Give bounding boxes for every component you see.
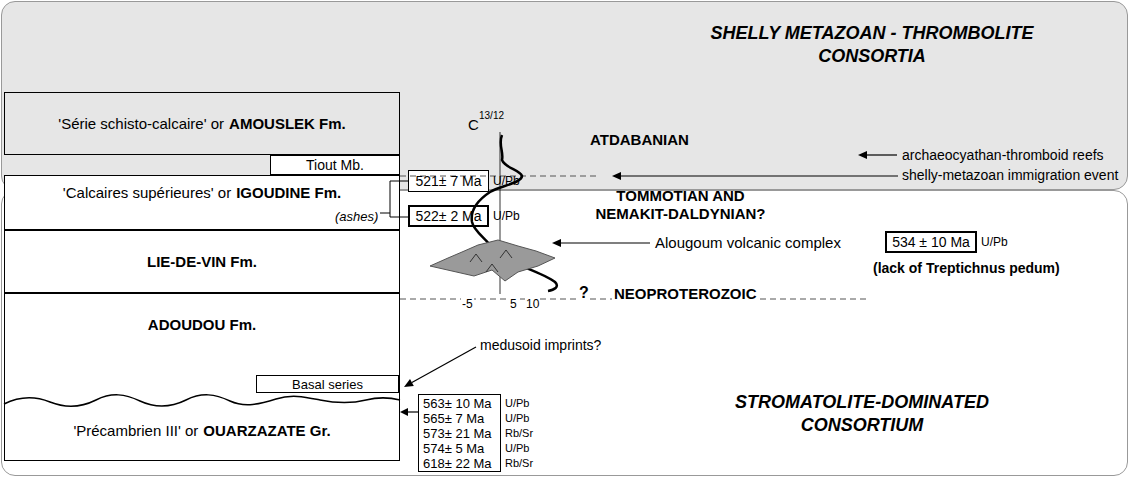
- node-text: 'Série schisto-calcaire' or: [58, 115, 224, 132]
- method-label: Rb/Sr: [505, 457, 533, 469]
- age-box: 521± 7 Ma: [408, 170, 489, 192]
- method-label: U/Pb: [505, 397, 529, 409]
- leader-arrow: [620, 175, 898, 176]
- era-name: NEOPROTEROZOIC: [612, 285, 759, 302]
- arrow-head: [858, 151, 867, 159]
- volcano-mark: [470, 254, 482, 262]
- node-text: OUARZAZATE Gr.: [203, 422, 330, 439]
- query-mark: ?: [578, 284, 590, 302]
- node-text: STROMATOLITE-DOMINATED CONSORTIUM: [702, 391, 1022, 438]
- group-box: 'Précambrien III' or OUARZAZATE Gr.: [4, 400, 400, 461]
- method-label: U/Pb: [981, 235, 1008, 249]
- annotation: (lack of Treptichnus pedum): [873, 260, 1060, 276]
- age-box: 522± 2 Ma: [408, 205, 489, 227]
- series-box: Basal series: [256, 375, 399, 393]
- node-text: 521± 7 Ma: [415, 173, 481, 189]
- method-label: U/Pb: [505, 442, 529, 454]
- label-holder: medusoid imprints?: [480, 337, 601, 353]
- arrow-head: [552, 239, 561, 247]
- node-text: 522± 2 Ma: [415, 208, 481, 224]
- label-holder: NEOPROTEROZOIC: [612, 285, 759, 302]
- label-holder: (lack of Treptichnus pedum): [873, 260, 1060, 276]
- axis-title-superscript: 13/12: [479, 110, 504, 121]
- stage-name: ATDABANIAN: [590, 131, 689, 148]
- label-holder: 13/12: [479, 110, 504, 121]
- node-text: 618± 22 Ma: [423, 456, 492, 471]
- node-text: 565± 7 Ma: [423, 411, 484, 426]
- node-text: 563± 10 Ma: [423, 396, 492, 411]
- label-holder: U/Pb: [493, 174, 520, 188]
- node-text: 'Précambrien III' or: [73, 422, 198, 439]
- volcano-mark: [486, 264, 498, 272]
- age-list-box: 563± 10 Ma565± 7 Ma573± 21 Ma574± 5 Ma61…: [418, 394, 501, 472]
- method-label: Rb/Sr: [505, 427, 533, 439]
- node-text: Tiout Mb.: [306, 157, 364, 173]
- node-text: ADOUDOU Fm.: [148, 316, 256, 333]
- node-text: 573± 21 Ma: [423, 426, 492, 441]
- annotation: shelly-metazoan immigration event: [902, 167, 1118, 183]
- label-holder: U/Pb: [505, 442, 529, 454]
- label-holder: ATDABANIAN: [590, 131, 689, 148]
- annotation: Alougoum volcanic complex: [655, 234, 841, 251]
- label-holder: 5: [509, 297, 518, 311]
- method-label: U/Pb: [505, 412, 529, 424]
- label-holder: C: [468, 116, 479, 133]
- annotation: medusoid imprints?: [480, 337, 601, 353]
- label-holder: (ashes): [335, 209, 378, 224]
- node-text: LIE-DE-VIN Fm.: [147, 253, 257, 270]
- annotation: archaeocyathan-thromboid reefs: [902, 147, 1104, 163]
- axis-tick: 10: [525, 297, 540, 311]
- label-holder: U/Pb: [505, 397, 529, 409]
- axis-tick: 5: [509, 297, 518, 311]
- ash-bracket: [380, 181, 408, 217]
- label-holder: U/Pb: [505, 412, 529, 424]
- axis-tick: -5: [461, 297, 474, 311]
- unconformity-line: [4, 395, 400, 406]
- volcano-mark: [500, 250, 512, 258]
- volcanic-complex: [430, 240, 555, 281]
- arrow-head: [612, 172, 621, 180]
- label-holder: U/Pb: [493, 209, 520, 223]
- label-holder: TOMMOTIAN AND NEMAKIT-DALDYNIAN?: [588, 187, 773, 223]
- node-text: AMOUSLEK Fm.: [229, 115, 346, 132]
- connector-line: [407, 411, 418, 412]
- label-holder: ?: [578, 284, 590, 302]
- label-holder: shelly-metazoan immigration event: [902, 167, 1118, 183]
- annotation: (ashes): [335, 209, 378, 224]
- label-holder: Rb/Sr: [505, 457, 533, 469]
- stage-name: TOMMOTIAN AND NEMAKIT-DALDYNIAN?: [588, 187, 773, 223]
- label-holder: Rb/Sr: [505, 427, 533, 439]
- label-holder: archaeocyathan-thromboid reefs: [902, 147, 1104, 163]
- leader-arrow: [560, 242, 650, 243]
- label-holder: -5: [461, 297, 474, 311]
- formation-box: 'Série schisto-calcaire' or AMOUSLEK Fm.: [4, 92, 400, 155]
- member-box: Tiout Mb.: [270, 155, 400, 175]
- node-text: Basal series: [292, 377, 363, 392]
- leader-arrow: [866, 154, 897, 155]
- node-text: 534 ± 10 Ma: [892, 234, 970, 250]
- age-box: 534 ± 10 Ma: [885, 231, 977, 253]
- node-text: SHELLY METAZOAN - THROMBOLITE CONSORTIA: [682, 22, 1062, 69]
- connector-arrow: [400, 408, 418, 416]
- axis-title: C: [468, 116, 479, 133]
- arrow-head: [400, 408, 408, 416]
- node-text: 574± 5 Ma: [423, 441, 484, 456]
- formation-box: LIE-DE-VIN Fm.: [4, 230, 400, 293]
- label-holder: Alougoum volcanic complex: [655, 234, 841, 251]
- leader-arrow: [412, 347, 476, 383]
- method-label: U/Pb: [493, 209, 520, 223]
- node-text: IGOUDINE Fm.: [236, 184, 341, 201]
- label-holder: 10: [525, 297, 540, 311]
- method-label: U/Pb: [493, 174, 520, 188]
- node-text: 'Calcaires supérieures' or: [63, 184, 231, 201]
- formation-box: ADOUDOU Fm. Basal series: [4, 293, 400, 402]
- label-holder: U/Pb: [981, 235, 1008, 249]
- arrow-head: [404, 379, 414, 387]
